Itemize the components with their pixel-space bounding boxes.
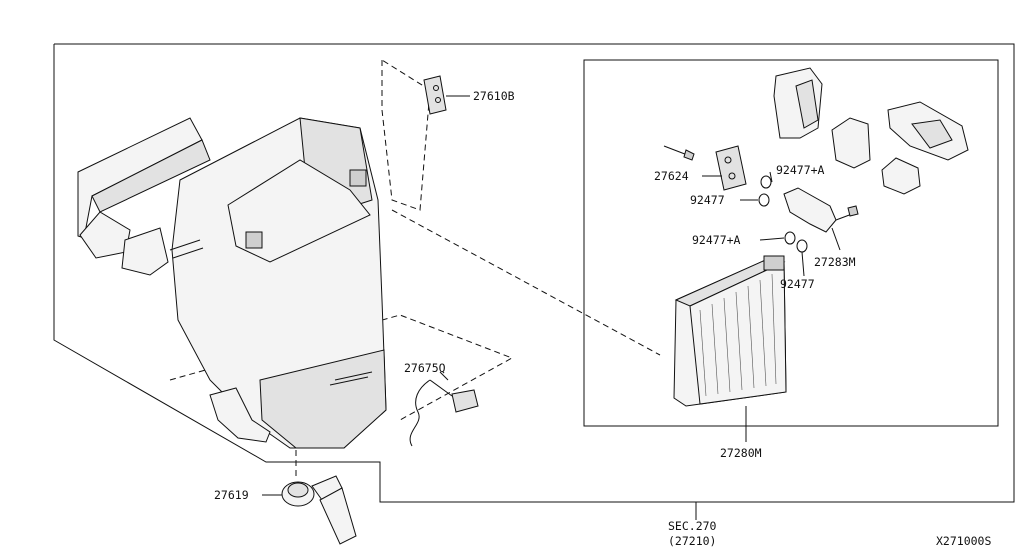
outer-frame: [53, 43, 1015, 503]
bracket-27610B: [423, 75, 447, 115]
label-27675Q: 27675Q: [404, 361, 446, 375]
label-27619: 27619: [214, 488, 249, 502]
drain-hose-27619: [281, 475, 357, 545]
expansion-valve-27624: [663, 145, 747, 191]
label-92477A-mid: 92477+A: [692, 233, 741, 247]
label-27283M: 27283M: [814, 255, 856, 269]
dashed-leader-evaporator: [391, 209, 661, 356]
label-27610B: 27610B: [473, 89, 515, 103]
evaporator-core-27280M: [673, 255, 787, 407]
pipe-27283M: [783, 187, 859, 233]
label-27280M: 27280M: [720, 446, 762, 460]
diagram-id: X271000S: [936, 534, 991, 548]
dashed-leader-sensor: [169, 314, 514, 421]
insulator-parts: [773, 67, 969, 195]
label-section-ref-line2: (27210): [668, 534, 716, 548]
hvac-unit-drawing: [77, 117, 387, 449]
label-92477-bot: 92477: [780, 277, 815, 291]
label-27624: 27624: [654, 169, 689, 183]
sensor-27675Q: [409, 379, 479, 447]
label-92477A-top: 92477+A: [776, 163, 825, 177]
dashed-leader-top: [381, 59, 431, 211]
label-92477-top: 92477: [690, 193, 725, 207]
evaporator-box: [583, 59, 999, 427]
label-section-ref-line1: SEC.270: [668, 519, 717, 533]
